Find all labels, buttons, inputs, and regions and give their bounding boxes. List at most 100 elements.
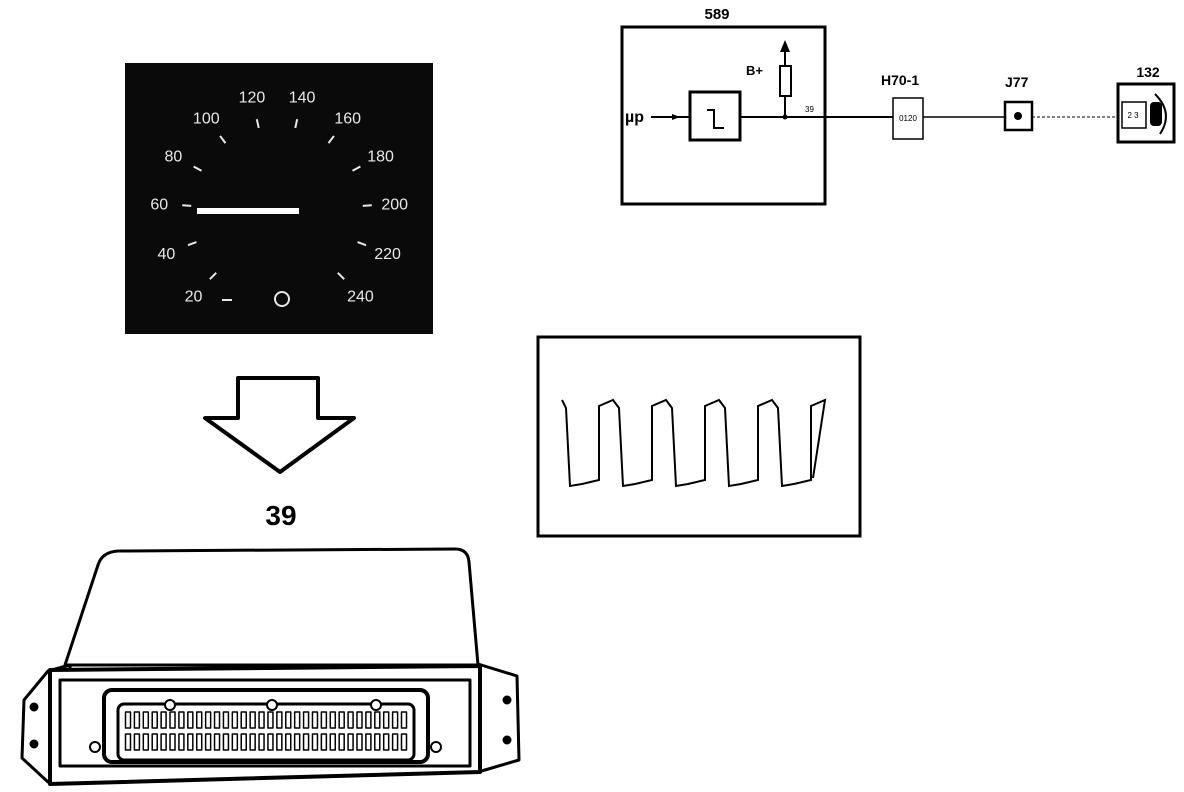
connector-label: H70-1 bbox=[881, 72, 919, 88]
oscilloscope-frame bbox=[536, 335, 862, 538]
ecu-connector-latch bbox=[164, 699, 176, 711]
ecu-pin bbox=[365, 733, 372, 751]
ecu-pin bbox=[178, 733, 185, 751]
ecu-pin bbox=[293, 733, 301, 751]
junction-label: J77 bbox=[1005, 74, 1029, 90]
ecu-pin bbox=[374, 711, 381, 729]
ecu-pin bbox=[311, 711, 319, 729]
ecu-screw bbox=[430, 741, 442, 753]
ecu-pin bbox=[382, 711, 390, 729]
ecu-pin bbox=[133, 711, 141, 729]
ecu-pin bbox=[187, 711, 194, 729]
ecu-pin bbox=[204, 711, 212, 729]
dial-tick bbox=[352, 165, 361, 172]
ecu-pin bbox=[338, 711, 345, 729]
ecu-screw-hole bbox=[29, 702, 39, 712]
dial-tick bbox=[219, 135, 227, 144]
dial-tick bbox=[357, 241, 367, 247]
ecu-pin bbox=[222, 711, 230, 729]
ecu-pin bbox=[258, 711, 265, 729]
sensor-label: 132 bbox=[1136, 64, 1160, 80]
ecu-pin bbox=[240, 711, 247, 729]
down-arrow-icon bbox=[203, 376, 356, 474]
sensor-pins-label: 2 3 bbox=[1127, 111, 1139, 120]
dial-tick-label: 220 bbox=[374, 246, 401, 263]
ecu-screw-hole bbox=[502, 695, 512, 705]
ecu-unit bbox=[20, 547, 521, 786]
ecu-pin bbox=[195, 711, 203, 729]
square-waveform bbox=[561, 398, 827, 488]
dial-tick-label: 160 bbox=[334, 111, 361, 128]
supply-arrow-icon bbox=[780, 40, 790, 52]
odometer-knob bbox=[274, 291, 290, 307]
ecu-pin bbox=[302, 733, 310, 751]
dial-tick bbox=[337, 272, 345, 280]
ecu-pin bbox=[400, 733, 408, 751]
dial-tick bbox=[187, 241, 197, 247]
sensor-arc bbox=[1154, 93, 1167, 135]
ecu-pin bbox=[204, 733, 212, 751]
ecu-pin bbox=[391, 711, 399, 729]
dial-tick bbox=[209, 272, 217, 280]
dial-tick bbox=[327, 135, 335, 144]
ecu-pin bbox=[160, 733, 167, 751]
dial-tick bbox=[362, 204, 372, 207]
module-label: 589 bbox=[704, 6, 729, 23]
ecu-pin bbox=[258, 733, 265, 751]
dial-tick-label: 240 bbox=[347, 288, 374, 305]
ecu-pin bbox=[160, 711, 167, 729]
ecu-pin bbox=[356, 733, 363, 751]
ecu-pin bbox=[302, 711, 310, 729]
ecu-pin bbox=[391, 733, 399, 751]
ecu-pin bbox=[169, 733, 176, 751]
ecu-pin bbox=[231, 711, 239, 729]
ecu-mounting-tab-right bbox=[476, 662, 521, 774]
ecu-pin bbox=[213, 711, 221, 729]
ecu-pin bbox=[169, 711, 176, 729]
square-wave-icon bbox=[707, 109, 724, 129]
dial-tick-label: 40 bbox=[158, 246, 176, 263]
ecu-pin bbox=[249, 711, 256, 729]
ecu-pin bbox=[374, 733, 381, 751]
ecu-pin bbox=[124, 711, 132, 729]
ecu-connector-latch bbox=[266, 699, 278, 711]
ecu-pin bbox=[276, 711, 283, 729]
ecu-pin bbox=[356, 711, 363, 729]
dial-tick-label: 200 bbox=[381, 197, 408, 214]
ecu-pin bbox=[249, 733, 256, 751]
module-box bbox=[620, 25, 827, 206]
ecu-screw-hole bbox=[502, 735, 512, 745]
ecu-screw-hole bbox=[29, 739, 39, 749]
ecu-pin bbox=[151, 711, 158, 729]
dial-tick bbox=[255, 118, 260, 129]
pin-label: 39 bbox=[805, 105, 814, 114]
dial-tick bbox=[294, 118, 299, 129]
ecu-pin bbox=[320, 733, 328, 751]
sensor-element bbox=[1150, 102, 1162, 126]
ecu-pin bbox=[151, 733, 158, 751]
ecu-pin bbox=[187, 733, 194, 751]
junction-dot bbox=[1014, 112, 1022, 120]
dial-tick-label: 120 bbox=[239, 90, 266, 107]
ecu-pin bbox=[285, 733, 292, 751]
ecu-pin bbox=[329, 733, 337, 751]
ecu-pin bbox=[382, 733, 390, 751]
oscilloscope bbox=[536, 335, 862, 538]
ecu-pin bbox=[329, 711, 337, 729]
ecu-pin bbox=[338, 733, 345, 751]
ecu-pin bbox=[213, 733, 221, 751]
ecu-connector-latch bbox=[370, 699, 382, 711]
input-label: µp bbox=[625, 109, 644, 126]
speedometer-face bbox=[125, 63, 433, 334]
ecu-pin bbox=[195, 733, 203, 751]
ecu-number-label: 39 bbox=[265, 500, 296, 531]
ecu-pin bbox=[267, 733, 274, 751]
ecu-screw bbox=[89, 741, 101, 753]
junction-dot bbox=[782, 114, 788, 120]
ecu-pin bbox=[347, 711, 354, 729]
ecu-pin bbox=[365, 711, 372, 729]
supply-label: B+ bbox=[746, 63, 763, 78]
dial-tick-label: 80 bbox=[165, 148, 183, 165]
